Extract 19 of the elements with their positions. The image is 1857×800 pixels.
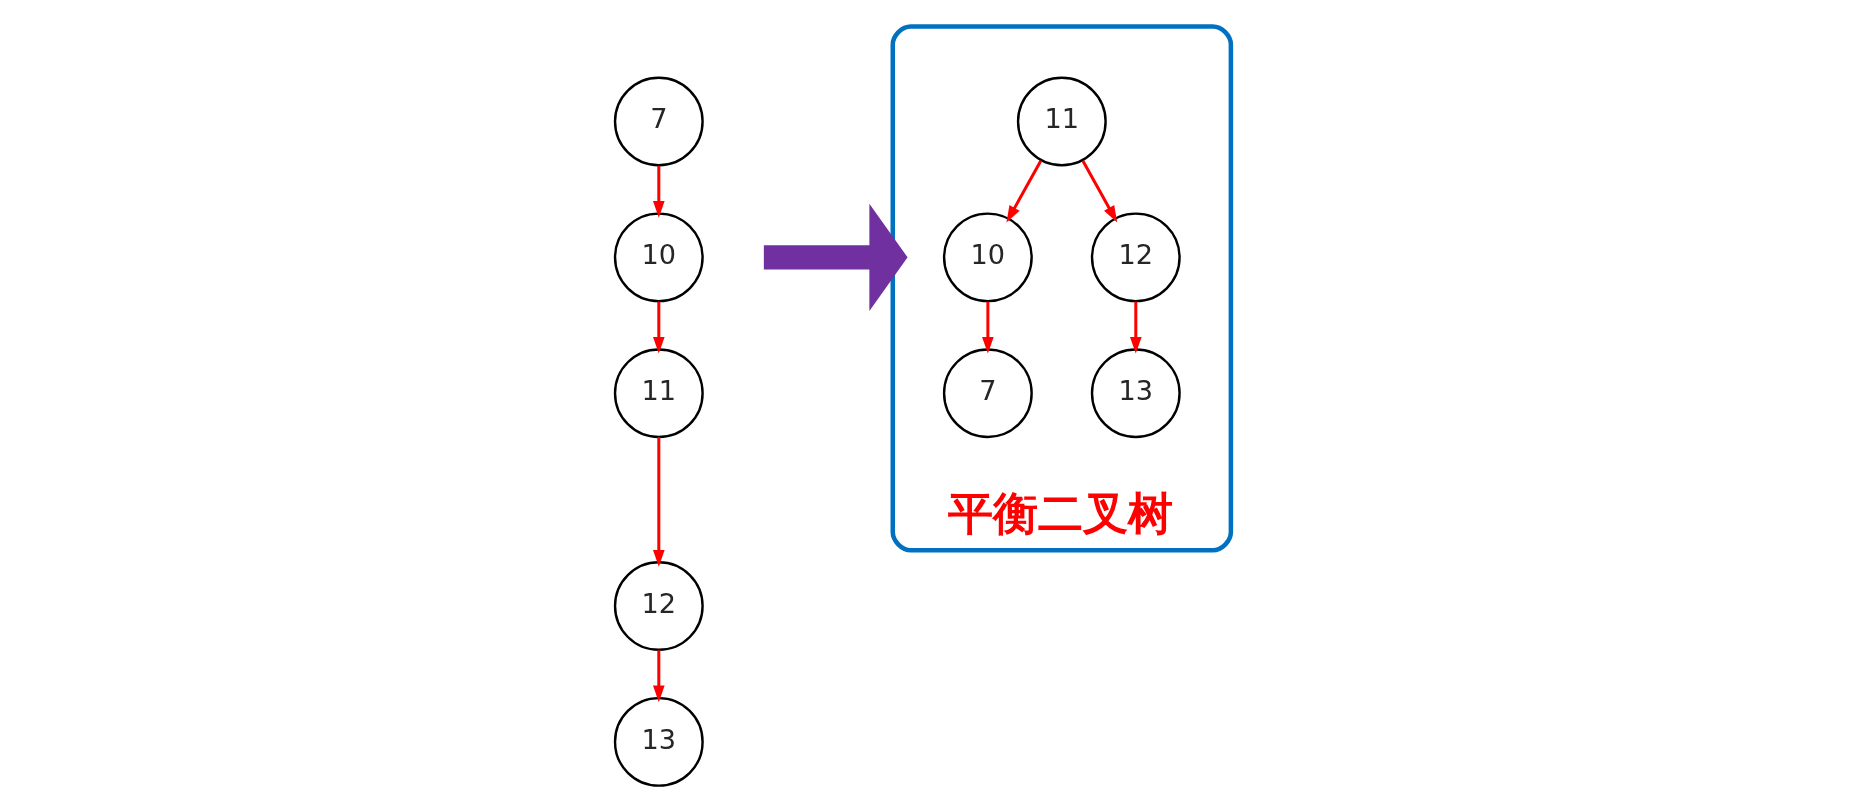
arrow <box>1081 160 1117 223</box>
node-circle: 13 <box>613 696 704 787</box>
arrow <box>763 203 908 311</box>
node-circle: 10 <box>613 212 704 303</box>
node-circle: 13 <box>1090 348 1181 439</box>
node-circle: 7 <box>613 76 704 167</box>
arrow <box>652 650 665 703</box>
node-circle: 12 <box>613 561 704 651</box>
node-circle: 7 <box>942 348 1033 439</box>
arrow <box>1129 301 1142 354</box>
arrow <box>981 301 994 354</box>
arrow <box>1005 160 1042 223</box>
node-circle: 12 <box>1090 212 1181 303</box>
arrow <box>652 437 665 567</box>
arrow <box>652 165 665 218</box>
node-circle: 10 <box>942 212 1033 303</box>
arrow <box>652 301 665 354</box>
node-circle: 11 <box>613 348 704 439</box>
node-circle: 11 <box>1016 76 1107 167</box>
